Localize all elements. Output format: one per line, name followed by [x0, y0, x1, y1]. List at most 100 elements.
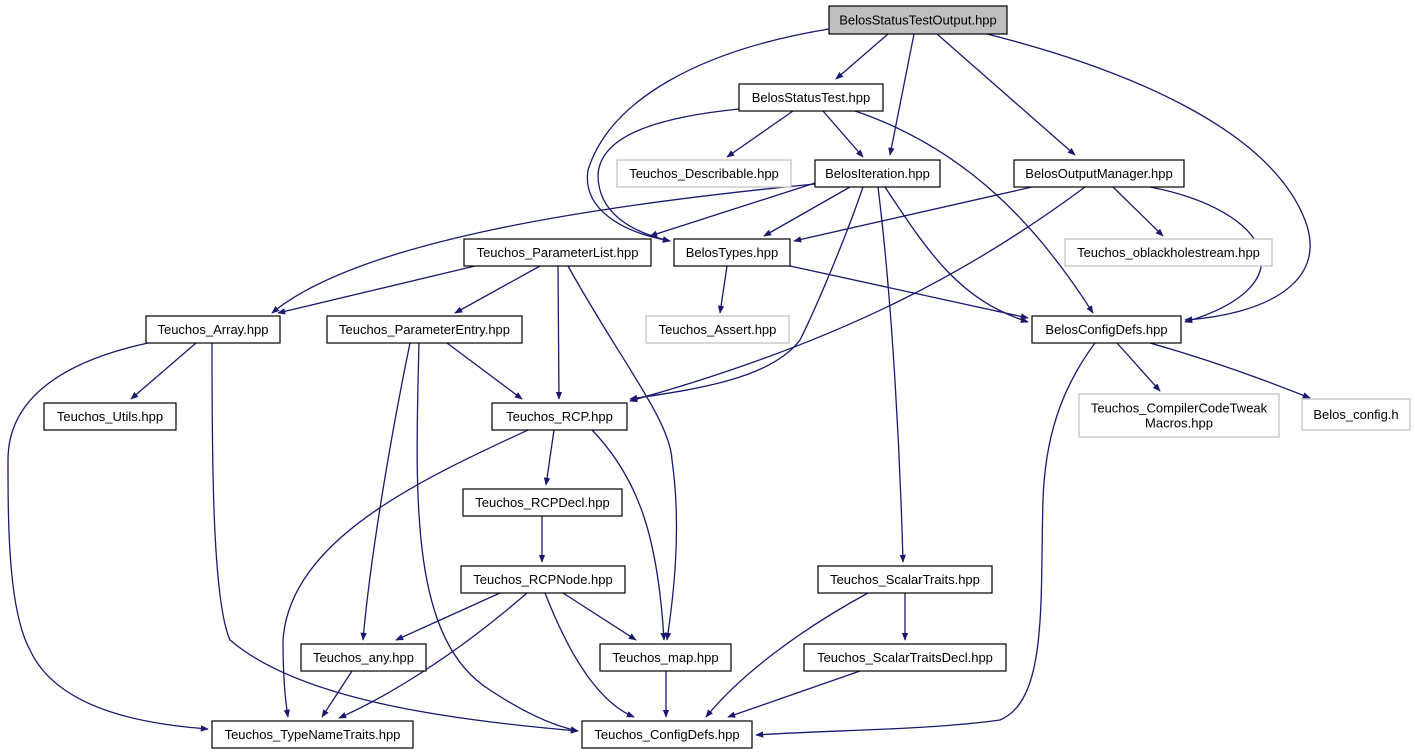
edge-rcp-to-rcpdecl [543, 429, 555, 486]
node-label-utils: Teuchos_Utils.hpp [57, 409, 163, 424]
edge-configdefs_belos-to-belosconfig [1149, 342, 1311, 399]
edge-belostypes-to-configdefs_belos [789, 265, 1029, 320]
node-scalartraitsdecl[interactable]: Teuchos_ScalarTraitsDecl.hpp [803, 643, 1007, 672]
node-label-belosconfig: Belos_config.h [1313, 407, 1398, 422]
edge-any-to-typenametraits [321, 670, 353, 718]
edge-array-to-typenametraits [7, 342, 209, 732]
edge-outputmanager-to-belostypes [793, 186, 1033, 243]
edge-root-to-configdefs_belos [986, 33, 1311, 323]
node-box-paramentry [326, 315, 523, 344]
node-box-oblackhole [1064, 238, 1273, 267]
edge-statustest-to-describable [726, 110, 794, 158]
edge-statustest-to-belostypes [597, 108, 740, 243]
node-paramentry[interactable]: Teuchos_ParameterEntry.hpp [326, 315, 523, 344]
edge-root-to-outputmanager [936, 33, 1076, 156]
node-label-typenametraits: Teuchos_TypeNameTraits.hpp [225, 727, 401, 742]
edge-statustest-to-configdefs_belos [854, 110, 1094, 314]
edge-rcpnode-to-configdefs_teuchos [544, 592, 635, 718]
node-box-belostypes [673, 238, 791, 267]
node-box-configdefs_teuchos [581, 720, 753, 749]
node-paramlist[interactable]: Teuchos_ParameterList.hpp [463, 238, 652, 267]
node-root[interactable]: BelosStatusTestOutput.hpp [828, 5, 1008, 35]
node-rcpdecl[interactable]: Teuchos_RCPDecl.hpp [462, 488, 623, 517]
edge-rcpnode-to-any [395, 592, 501, 641]
edge-rcp-to-typenametraits [282, 429, 529, 718]
node-typenametraits[interactable]: Teuchos_TypeNameTraits.hpp [211, 720, 414, 749]
nodes-layer: BelosStatusTestOutput.hppBelosStatusTest… [43, 5, 1411, 749]
node-map[interactable]: Teuchos_map.hpp [599, 643, 732, 672]
node-label-root: BelosStatusTestOutput.hpp [839, 13, 997, 28]
edge-scalartraitsdecl-to-configdefs_teuchos [727, 670, 861, 718]
node-utils[interactable]: Teuchos_Utils.hpp [43, 402, 177, 431]
node-label-map: Teuchos_map.hpp [612, 650, 718, 665]
node-label-array: Teuchos_Array.hpp [157, 322, 268, 337]
edge-array-to-configdefs_teuchos [211, 342, 579, 734]
node-label-statustest: BelosStatusTest.hpp [752, 90, 871, 105]
node-label-rcpdecl: Teuchos_RCPDecl.hpp [475, 495, 609, 510]
node-label-rcp: Teuchos_RCP.hpp [506, 409, 613, 424]
edge-rcpnode-to-typenametraits [338, 592, 528, 719]
node-label-paramentry: Teuchos_ParameterEntry.hpp [339, 322, 510, 337]
node-rcpnode[interactable]: Teuchos_RCPNode.hpp [460, 565, 626, 594]
edge-paramlist-to-paramentry [454, 265, 541, 314]
node-label-any: Teuchos_any.hpp [313, 650, 414, 665]
node-scalartraits[interactable]: Teuchos_ScalarTraits.hpp [817, 565, 993, 594]
node-array[interactable]: Teuchos_Array.hpp [145, 315, 281, 344]
node-box-configdefs_belos [1031, 315, 1182, 344]
node-label-iteration: BelosIteration.hpp [825, 166, 930, 181]
edge-statustest-to-iteration [822, 110, 864, 158]
edge-iteration-to-belostypes [763, 186, 851, 237]
edge-paramlist-to-map [567, 265, 678, 641]
node-box-scalartraits [817, 565, 993, 594]
edge-root-to-iteration [888, 33, 915, 156]
edge-array-to-utils [130, 342, 197, 400]
edge-configdefs_belos-to-compilertweak [1116, 342, 1161, 392]
node-belostypes[interactable]: BelosTypes.hpp [673, 238, 791, 267]
edge-paramentry-to-any [360, 342, 411, 641]
node-box-typenametraits [211, 720, 414, 749]
node-box-root [828, 5, 1008, 35]
edges-layer [7, 28, 1311, 738]
edge-rcp-to-map [591, 429, 667, 641]
node-iteration[interactable]: BelosIteration.hpp [814, 159, 941, 188]
node-rcp[interactable]: Teuchos_RCP.hpp [491, 402, 628, 431]
edge-root-to-belostypes [586, 28, 830, 243]
node-box-statustest [738, 83, 884, 112]
edge-outputmanager-to-oblackhole [1112, 186, 1164, 237]
node-box-iteration [814, 159, 941, 188]
node-belosconfig: Belos_config.h [1301, 398, 1411, 431]
node-label-rcpnode: Teuchos_RCPNode.hpp [473, 572, 612, 587]
edge-iteration-to-scalartraits [877, 186, 907, 563]
edge-iteration-to-paramlist [649, 182, 816, 237]
node-box-describable [616, 159, 792, 188]
edge-iteration-to-array [271, 183, 816, 314]
node-label-paramlist: Teuchos_ParameterList.hpp [477, 245, 639, 260]
node-label-scalartraitsdecl: Teuchos_ScalarTraitsDecl.hpp [817, 650, 993, 665]
node-label-describable: Teuchos_Describable.hpp [629, 166, 779, 181]
node-any[interactable]: Teuchos_any.hpp [300, 643, 427, 672]
node-describable: Teuchos_Describable.hpp [616, 159, 792, 188]
edge-iteration-to-rcp [629, 186, 864, 402]
node-outputmanager[interactable]: BelosOutputManager.hpp [1013, 159, 1185, 188]
edge-paramentry-to-configdefs_teuchos [416, 342, 579, 733]
node-label-belostypes: BelosTypes.hpp [686, 245, 779, 260]
node-box-scalartraitsdecl [803, 643, 1007, 672]
node-label-assert: Teuchos_Assert.hpp [659, 322, 777, 337]
edge-paramentry-to-rcp [446, 342, 523, 400]
node-statustest[interactable]: BelosStatusTest.hpp [738, 83, 884, 112]
node-box-outputmanager [1013, 159, 1185, 188]
node-box-array [145, 315, 281, 344]
node-configdefs_belos[interactable]: BelosConfigDefs.hpp [1031, 315, 1182, 344]
node-box-any [300, 643, 427, 672]
node-label-configdefs_belos: BelosConfigDefs.hpp [1045, 322, 1167, 337]
node-box-rcpnode [460, 565, 626, 594]
node-oblackhole: Teuchos_oblackholestream.hpp [1064, 238, 1273, 267]
node-box-assert [645, 315, 790, 344]
node-box-rcpdecl [462, 488, 623, 517]
edge-outputmanager-to-rcp [629, 186, 1086, 403]
node-box-belosconfig [1301, 398, 1411, 431]
node-configdefs_teuchos[interactable]: Teuchos_ConfigDefs.hpp [581, 720, 753, 749]
